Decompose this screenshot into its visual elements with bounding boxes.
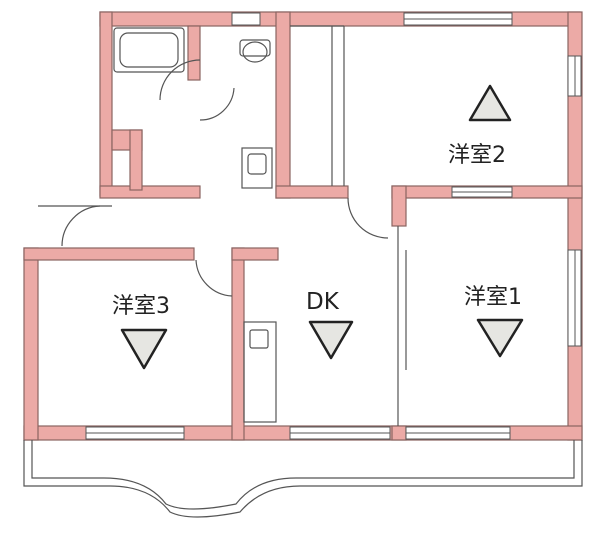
- wall-dk-left: [231, 247, 245, 441]
- wall-bath-bottom: [99, 185, 201, 199]
- kitchen-counter-icon: [243, 321, 277, 423]
- wall-room1-left-bottom: [391, 425, 407, 441]
- down-marker-icon: [308, 320, 354, 360]
- wall-room2-bottom-left: [275, 185, 349, 199]
- wall-dk-top: [231, 247, 279, 261]
- bathtub-icon: [113, 27, 185, 73]
- room-label-dk: DK: [306, 289, 340, 315]
- wall-room1-left-top: [391, 185, 407, 227]
- direction-markers: [120, 84, 524, 370]
- wall-top-room3: [23, 247, 195, 261]
- room-label-western1: 洋室1: [464, 285, 522, 310]
- wall-bath-toilet: [187, 25, 201, 81]
- walls: [23, 11, 583, 441]
- door-arc-entrance: [61, 205, 101, 247]
- wall-bath-mid-vert: [129, 129, 143, 191]
- down-marker-icon: [476, 318, 524, 358]
- wash-basin-icon: [241, 147, 273, 189]
- door-arc-room3: [195, 259, 233, 297]
- down-marker-icon: [120, 328, 168, 370]
- wall-left-bath: [99, 11, 113, 197]
- room-label-western2: 洋室2: [448, 143, 506, 168]
- door-arc-bath: [159, 59, 201, 101]
- wall-left-room3: [23, 247, 39, 441]
- door-arc-room2: [347, 197, 389, 239]
- toilet-icon: [239, 39, 271, 57]
- windows: [85, 12, 582, 440]
- window-top-toilet: [231, 12, 261, 26]
- window-lines: [86, 18, 576, 434]
- room-labels: 洋室2 洋室1 洋室3 DK: [112, 143, 522, 319]
- wall-corridor: [275, 11, 291, 199]
- balcony: [23, 440, 583, 518]
- up-marker-icon: [468, 84, 512, 122]
- fixtures: [38, 25, 407, 426]
- room-label-western3: 洋室3: [112, 294, 170, 319]
